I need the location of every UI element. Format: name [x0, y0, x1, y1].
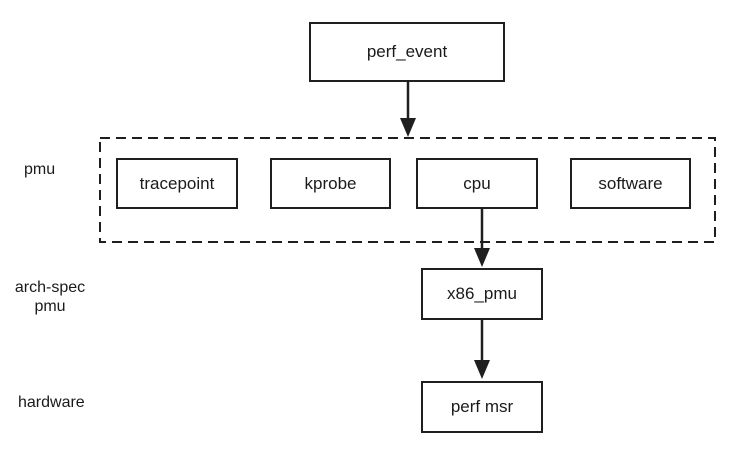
node-kprobe-label: kprobe — [304, 173, 357, 193]
node-perf-event-label: perf_event — [366, 42, 448, 61]
node-perf-event: perf_event — [309, 22, 505, 82]
arrow-cpu-to-x86-pmu-head — [474, 248, 490, 267]
layer-label-hardware-text: hardware — [18, 394, 85, 411]
layer-label-hardware: hardware — [18, 393, 85, 412]
pmu-group-border — [99, 137, 716, 243]
node-cpu: cpu — [416, 158, 538, 209]
node-perf-msr: perf msr — [421, 381, 543, 433]
node-tracepoint: tracepoint — [116, 158, 238, 209]
node-tracepoint-label: tracepoint — [139, 173, 215, 193]
node-cpu-label: cpu — [463, 173, 491, 193]
arrow-perf-event-to-pmu-head — [400, 118, 416, 137]
layer-label-pmu: pmu — [24, 160, 55, 179]
node-kprobe: kprobe — [270, 158, 391, 209]
layer-label-arch-spec: arch-spec pmu — [6, 278, 94, 316]
node-software: software — [570, 158, 691, 209]
layer-label-arch-spec-line1: arch-spec — [14, 279, 86, 296]
node-software-label: software — [598, 173, 663, 193]
layer-label-arch-spec-line2: pmu — [34, 298, 66, 315]
node-perf-msr-label: perf msr — [450, 397, 514, 416]
node-x86-pmu: x86_pmu — [421, 268, 543, 320]
node-x86-pmu-label: x86_pmu — [447, 284, 517, 303]
arrow-x86-pmu-to-perf-msr-head — [474, 360, 490, 379]
layer-label-pmu-text: pmu — [24, 161, 56, 178]
